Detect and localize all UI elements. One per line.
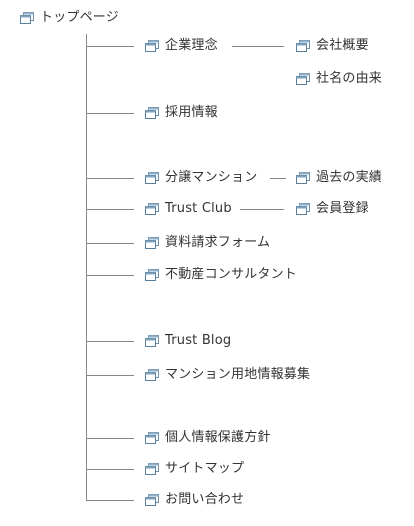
sitemap-root-link[interactable]: トップページ <box>20 9 119 27</box>
sub-branch-line <box>232 46 284 47</box>
branch-line <box>86 178 134 179</box>
page-icon <box>145 369 159 381</box>
sitemap-subitem-past-results[interactable]: 過去の実績 <box>296 169 382 187</box>
branch-line <box>86 46 134 47</box>
sub-branch-line <box>270 178 286 179</box>
branch-line <box>86 243 134 244</box>
branch-line <box>86 209 134 210</box>
page-icon <box>145 237 159 249</box>
page-icon <box>296 73 310 85</box>
sitemap-item-label: Trust Club <box>165 201 232 216</box>
sitemap-item-recruitment[interactable]: 採用情報 <box>145 104 218 122</box>
branch-line <box>86 275 134 276</box>
sitemap-item-real-estate-consultant[interactable]: 不動産コンサルタント <box>145 266 297 284</box>
sitemap-item-privacy-policy[interactable]: 個人情報保護方針 <box>145 429 271 447</box>
page-icon <box>145 269 159 281</box>
sitemap-subitem-label: 過去の実績 <box>316 170 383 185</box>
sitemap-item-label: お問い合わせ <box>165 492 245 507</box>
sitemap-subitem-member-registration[interactable]: 会員登録 <box>296 200 369 218</box>
page-icon <box>296 40 310 52</box>
page-icon <box>145 40 159 52</box>
sitemap-subitem-company-profile[interactable]: 会社概要 <box>296 37 369 55</box>
sitemap-item-label: 不動産コンサルタント <box>165 267 298 282</box>
sitemap-item-label: Trust Blog <box>165 333 232 348</box>
sitemap-subitem-label: 社名の由来 <box>316 71 383 86</box>
sitemap-item-label: 個人情報保護方針 <box>165 430 271 445</box>
sitemap-item-label: 資料請求フォーム <box>165 235 271 250</box>
page-icon <box>145 432 159 444</box>
branch-line <box>86 341 134 342</box>
page-icon <box>145 335 159 347</box>
sitemap-item-sitemap[interactable]: サイトマップ <box>145 460 244 478</box>
sitemap-item-label: マンション用地情報募集 <box>165 367 311 382</box>
page-icon <box>145 107 159 119</box>
branch-line <box>86 500 134 501</box>
page-icon <box>145 172 159 184</box>
tree-trunk-line <box>86 34 87 501</box>
sitemap-item-land-information[interactable]: マンション用地情報募集 <box>145 366 310 384</box>
sitemap-item-label: 分譲マンション <box>165 170 258 185</box>
sub-branch-line <box>240 209 284 210</box>
sitemap-item-label: 採用情報 <box>165 105 218 120</box>
sitemap-subitem-label: 会社概要 <box>316 38 369 53</box>
sitemap-item-label: 企業理念 <box>165 38 218 53</box>
sitemap-item-contact[interactable]: お問い合わせ <box>145 491 244 509</box>
branch-line <box>86 375 134 376</box>
sitemap-item-document-request[interactable]: 資料請求フォーム <box>145 234 270 252</box>
branch-line <box>86 469 134 470</box>
page-icon <box>296 172 310 184</box>
sitemap-item-trust-blog[interactable]: Trust Blog <box>145 332 231 350</box>
sitemap-item-trust-club[interactable]: Trust Club <box>145 200 232 218</box>
sitemap-item-condominiums[interactable]: 分譲マンション <box>145 169 257 187</box>
sitemap-subitem-name-origin[interactable]: 社名の由来 <box>296 70 382 88</box>
page-icon <box>296 203 310 215</box>
sitemap-item-label: サイトマップ <box>165 461 245 476</box>
page-icon <box>145 463 159 475</box>
branch-line <box>86 113 134 114</box>
page-icon <box>145 203 159 215</box>
page-icon <box>145 494 159 506</box>
sitemap-item-corporate-philosophy[interactable]: 企業理念 <box>145 37 218 55</box>
sitemap-subitem-label: 会員登録 <box>316 201 369 216</box>
sitemap-root-label: トップページ <box>40 10 119 25</box>
branch-line <box>86 438 134 439</box>
page-icon <box>20 12 34 24</box>
